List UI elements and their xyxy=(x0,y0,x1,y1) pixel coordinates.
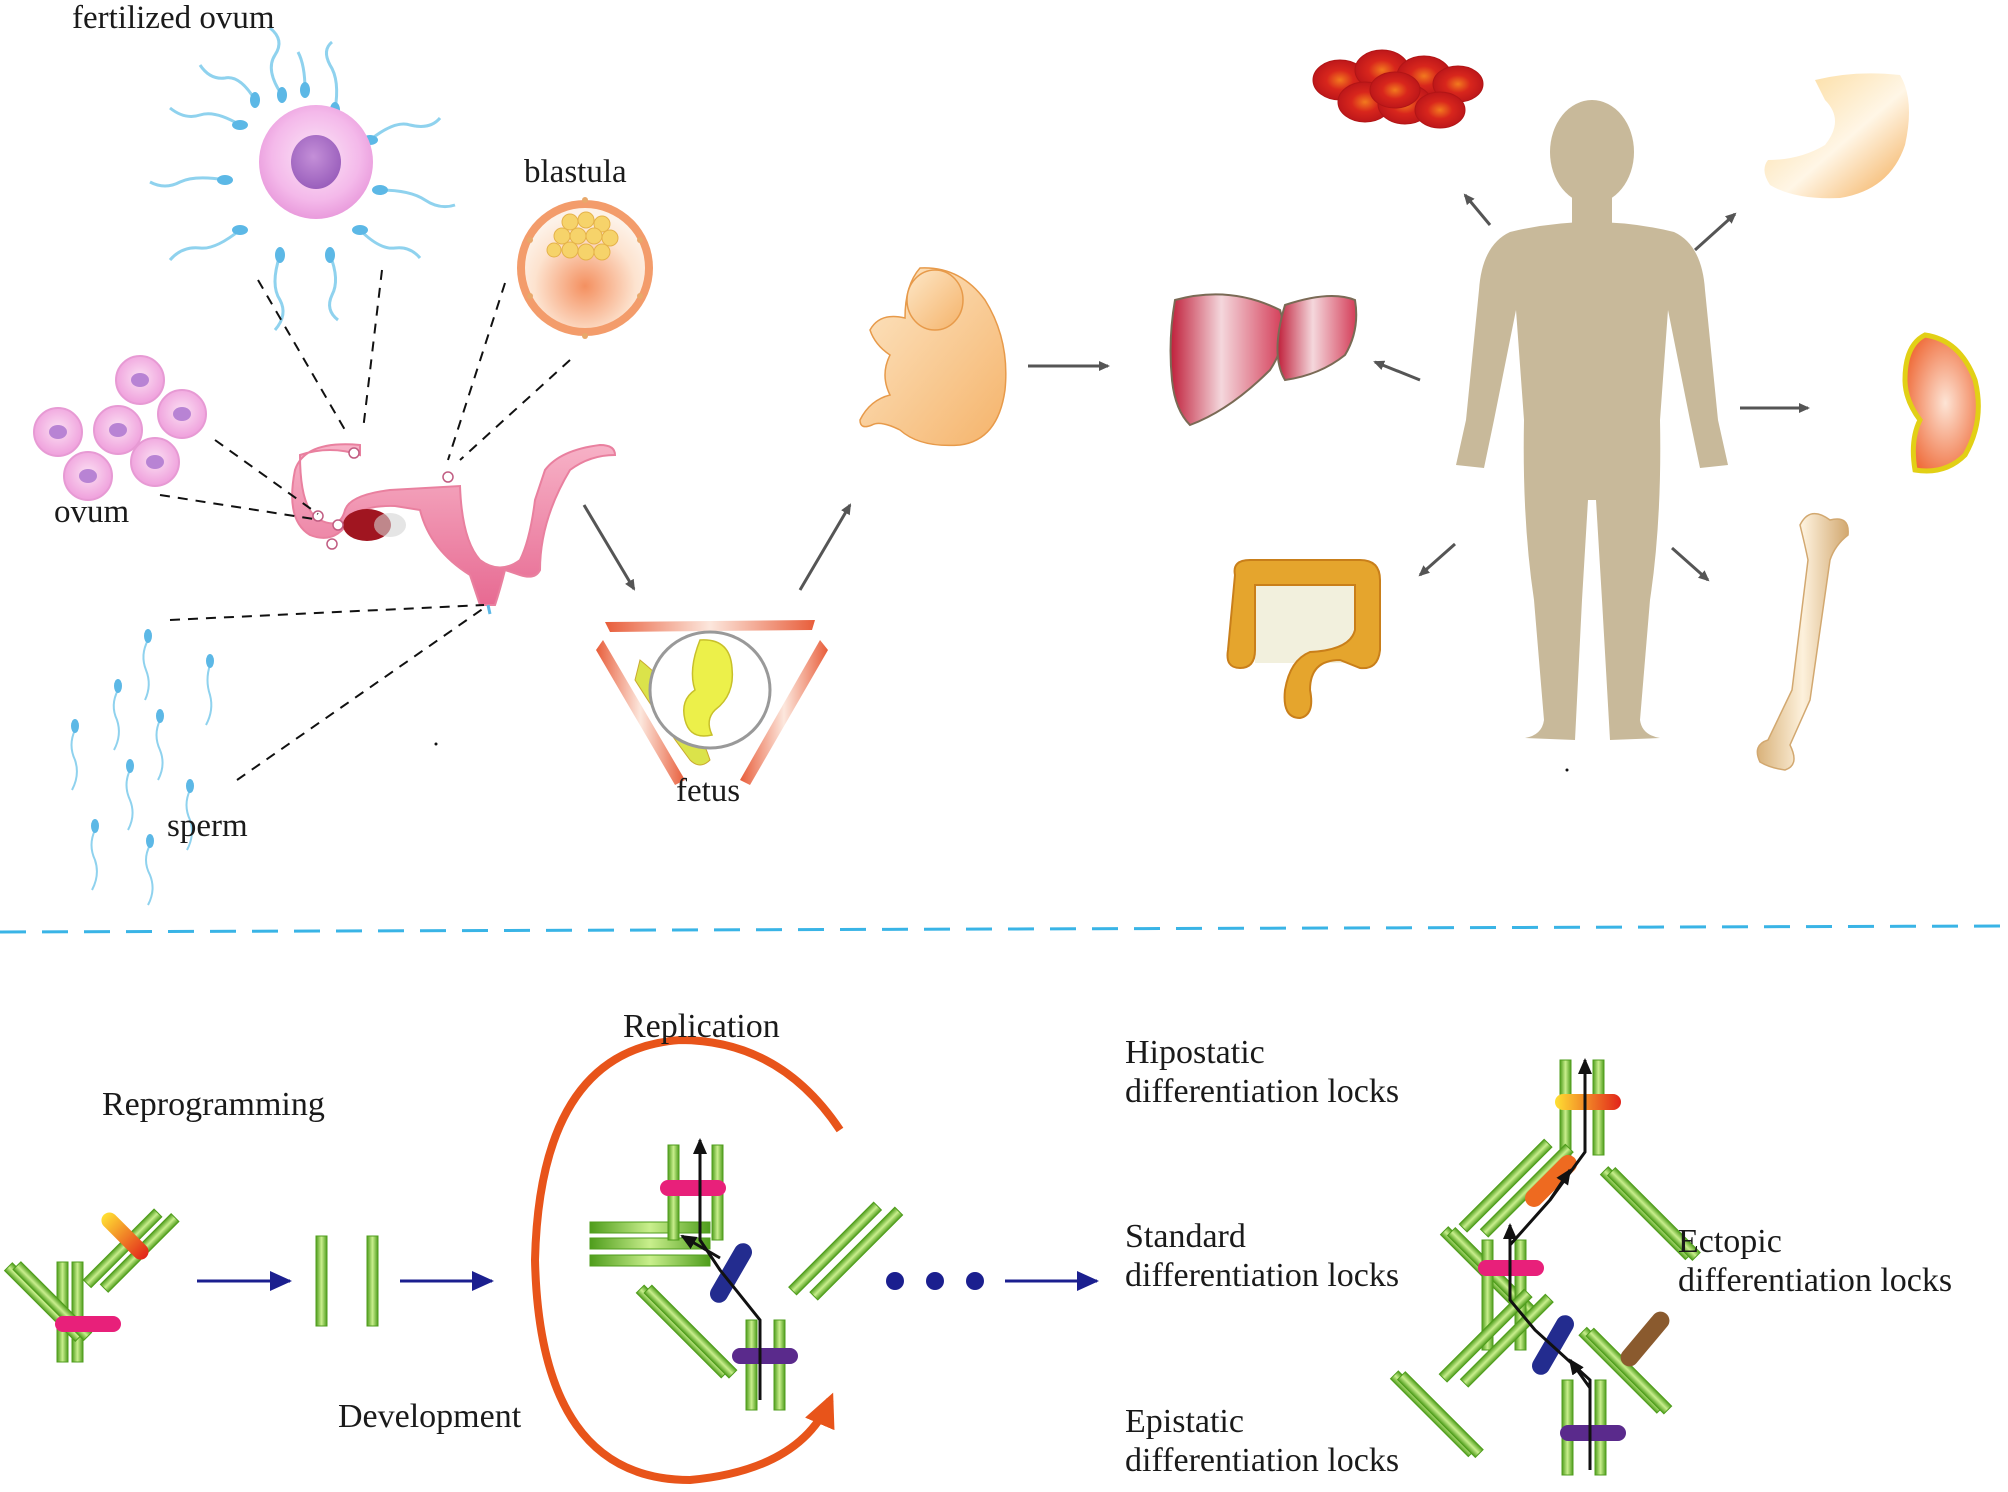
blastula-illustration xyxy=(517,197,653,339)
colon-illustration xyxy=(1226,559,1381,720)
chain-lock-purple xyxy=(1560,1425,1626,1441)
fertilized-ovum-illustration xyxy=(149,26,456,331)
label-development: Development xyxy=(338,1398,522,1435)
label-epistatic-line1: Epistatic xyxy=(1125,1403,1244,1440)
sperm-illustration xyxy=(70,639,213,906)
dashed-connectors xyxy=(159,269,571,781)
stray-dot xyxy=(434,742,438,746)
liver-illustration xyxy=(1169,293,1358,427)
human-silhouette xyxy=(1456,100,1728,740)
label-fetus: fetus xyxy=(676,773,741,809)
lock-gradient xyxy=(101,1212,149,1260)
lock-pink xyxy=(55,1316,121,1332)
cycle-path-arrows xyxy=(680,1138,762,1400)
cycle-lock-purple xyxy=(732,1348,798,1364)
label-ectopic-line1: Ectopic xyxy=(1678,1223,1782,1260)
label-reprogramming: Reprogramming xyxy=(102,1086,325,1123)
chain-path-arrows xyxy=(1503,1058,1592,1470)
label-hipostatic-line1: Hipostatic xyxy=(1125,1034,1265,1071)
baby-illustration xyxy=(859,267,1007,447)
label-ectopic-locks: Ectopic differentiation locks xyxy=(1678,1222,1952,1300)
label-hipostatic-line2: differentiation locks xyxy=(1125,1073,1400,1111)
label-hipostatic-locks: Hipostatic differentiation locks xyxy=(1125,1033,1399,1111)
uterus-illustration xyxy=(291,443,617,615)
label-ectopic-line2: differentiation locks xyxy=(1678,1262,1953,1300)
label-ovum: ovum xyxy=(54,494,130,530)
label-standard-line2: differentiation locks xyxy=(1125,1257,1400,1295)
label-replication: Replication xyxy=(623,1008,780,1045)
chain-lock-gradient xyxy=(1555,1094,1621,1110)
kidney-illustration xyxy=(1902,332,1981,474)
y-molecule-reprogramming xyxy=(3,1208,180,1363)
ellipsis-dots xyxy=(886,1272,984,1290)
chain-lock-brown xyxy=(1620,1311,1670,1367)
replication-cycle-arrow xyxy=(530,1035,844,1485)
label-fertilized-ovum: fertilized ovum xyxy=(72,0,275,36)
chain-lock-orange xyxy=(1525,1155,1577,1207)
stray-dot-2 xyxy=(1565,768,1569,772)
bone-illustration xyxy=(1756,512,1849,771)
fetus-illustration xyxy=(596,620,828,785)
section-divider xyxy=(0,924,2008,934)
gray-flow-arrows xyxy=(582,193,1810,591)
separated-strands xyxy=(315,1235,379,1327)
sperm-heads xyxy=(71,629,214,848)
label-epistatic-locks: Epistatic differentiation locks xyxy=(1125,1402,1399,1480)
label-blastula: blastula xyxy=(524,154,627,190)
ovum-cluster-illustration xyxy=(33,355,207,501)
red-blood-cells-illustration xyxy=(1312,49,1484,129)
replicating-molecule xyxy=(589,1144,904,1411)
label-standard-locks: Standard differentiation locks xyxy=(1125,1217,1399,1295)
label-epistatic-line2: differentiation locks xyxy=(1125,1442,1400,1480)
cycle-lock-navy xyxy=(710,1243,752,1303)
lock-chain-molecule xyxy=(1389,1059,1701,1476)
cycle-lock-pink xyxy=(660,1180,726,1196)
stomach-illustration xyxy=(1764,73,1909,199)
label-standard-line1: Standard xyxy=(1125,1218,1246,1255)
label-sperm: sperm xyxy=(167,808,248,844)
